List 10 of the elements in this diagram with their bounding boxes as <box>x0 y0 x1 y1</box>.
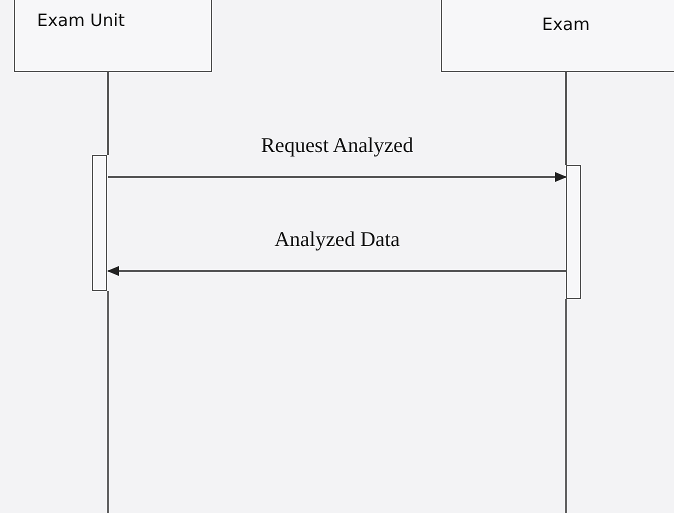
lifeline <box>107 72 109 155</box>
activation-bar <box>566 165 581 299</box>
participant-box <box>441 0 674 72</box>
participant-name: Exam Unit <box>37 11 125 31</box>
activation-bar <box>92 155 107 291</box>
message-arrow <box>107 266 566 276</box>
lifeline <box>565 72 567 165</box>
participant-box <box>14 0 212 72</box>
message-arrow <box>108 172 567 182</box>
participant-name: Exam <box>542 15 590 35</box>
